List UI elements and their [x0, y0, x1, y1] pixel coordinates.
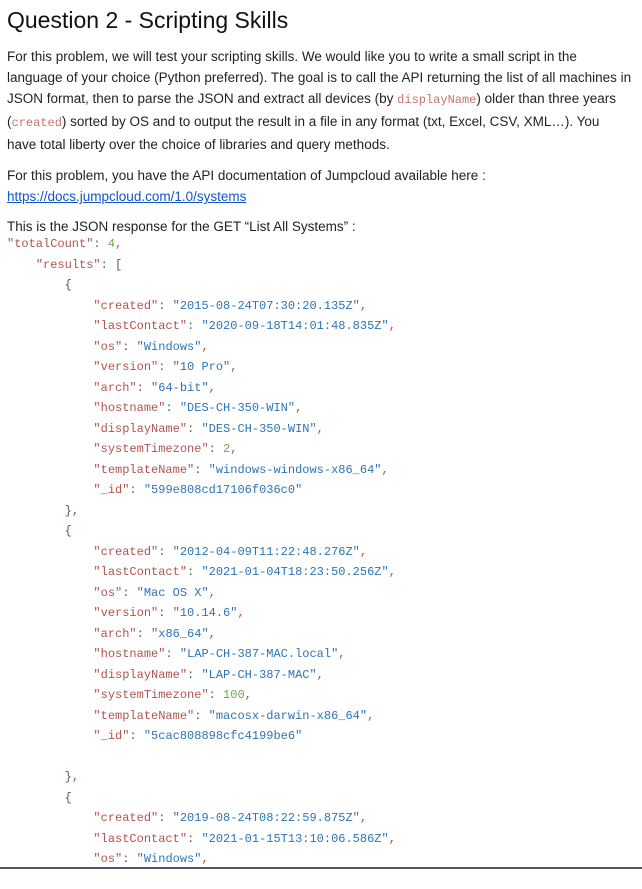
code-line: "systemTimezone": 100, — [93, 688, 252, 702]
code-line: "os": "Windows", — [93, 339, 209, 354]
code-line: "created": "2015-08-24T07:30:20.135Z", — [93, 298, 368, 313]
code-line — [7, 747, 632, 768]
code-line: "systemTimezone": 2, — [93, 442, 238, 456]
code-line: "created": "2012-04-09T11:22:48.276Z", — [93, 544, 368, 559]
code-line: "arch": "x86_64", — [93, 626, 216, 641]
code-line: "os": "Mac OS X", — [93, 585, 216, 600]
intro-text-2: ) older than three years ( — [7, 91, 616, 129]
code-line: "displayName": "LAP-CH-387-MAC", — [93, 667, 324, 682]
code-line: "created": "2019-08-24T08:22:59.875Z", — [93, 811, 368, 825]
json-intro-text: This is the JSON response for the GET “L… — [7, 219, 356, 234]
code-line: "displayName": "DES-CH-350-WIN", — [93, 421, 324, 436]
intro-paragraph: For this problem, we will test your scri… — [7, 46, 632, 155]
code-line: "_id": "5cac808898cfc4199be6" — [93, 729, 303, 743]
code-line: }, — [7, 770, 80, 784]
code-line: "hostname": "LAP-CH-387-MAC.local", — [93, 647, 346, 661]
code-line: { — [7, 278, 72, 292]
code-line: "os": "Windows", — [93, 852, 209, 866]
docs-text: For this problem, you have the API docum… — [7, 168, 486, 183]
page-title: Question 2 - Scripting Skills — [7, 7, 289, 33]
page-break-line — [0, 867, 642, 869]
intro-text-3: ) sorted by OS and to output the result … — [7, 114, 600, 152]
code-line: "version": "10 Pro", — [93, 360, 238, 374]
code-line: "hostname": "DES-CH-350-WIN", — [93, 401, 303, 415]
code-line: "version": "10.14.6", — [93, 606, 245, 620]
intro-text-1: For this problem, we will test your scri… — [7, 49, 632, 106]
inline-code-displayname: displayName — [397, 93, 477, 107]
code-line: "_id": "599e808cd17106f036c0" — [93, 483, 303, 497]
code-line: }, — [7, 503, 80, 518]
code-line: "lastContact": "2021-01-15T13:10:06.586Z… — [93, 831, 396, 846]
code-line: "arch": "64-bit", — [93, 380, 216, 395]
page-content: Question 2 - Scripting Skills For this p… — [7, 7, 632, 870]
code-line: { — [7, 790, 72, 805]
inline-code-created: created — [11, 116, 62, 130]
docs-paragraph: For this problem, you have the API docum… — [7, 165, 632, 207]
code-line: "templateName": "windows-windows-x86_64"… — [93, 462, 389, 477]
code-line: "totalCount": 4, — [7, 237, 123, 251]
code-line: "templateName": "macosx-darwin-x86_64", — [93, 708, 375, 723]
code-line: "lastContact": "2021-01-04T18:23:50.256Z… — [93, 565, 396, 579]
json-code-block: "totalCount": 4, "results": [ { "created… — [7, 234, 632, 870]
code-line: "lastContact": "2020-09-18T14:01:48.835Z… — [93, 319, 396, 333]
jumpcloud-docs-link[interactable]: https://docs.jumpcloud.com/1.0/systems — [7, 189, 247, 204]
code-line: { — [7, 524, 72, 538]
code-line: "results": [ — [35, 257, 123, 272]
